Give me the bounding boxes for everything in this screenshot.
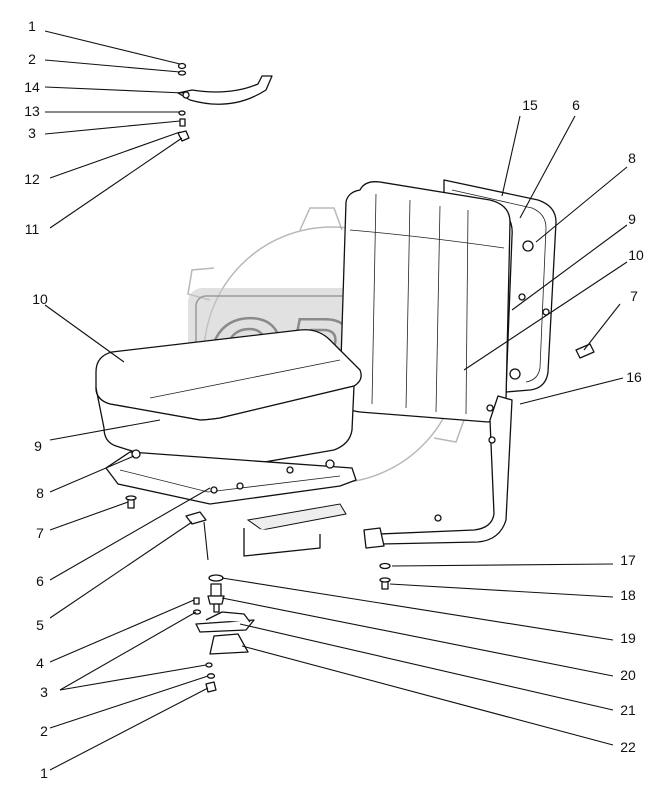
callout-label: 5	[36, 617, 44, 633]
callout-label: 17	[620, 552, 636, 568]
callout-label: 10	[628, 247, 644, 263]
callout-label: 20	[620, 667, 636, 683]
callout-label: 8	[628, 150, 636, 166]
callout-label: 22	[620, 739, 636, 755]
backrest-assembly	[339, 179, 557, 549]
leader-lines	[44, 30, 628, 771]
callout-label: 7	[36, 525, 44, 541]
callout-label: 14	[24, 79, 40, 95]
callout-label: 7	[630, 288, 638, 304]
callout-label: 9	[628, 211, 636, 227]
callout-label: 3	[40, 684, 48, 700]
callout-label: 2	[28, 51, 36, 67]
callout-label: 11	[25, 221, 40, 237]
callout-label: 13	[24, 103, 40, 119]
callout-label: 18	[620, 587, 636, 603]
callout-labels: 1 2 14 13 3 12 11 15 6 8 9 10 10 7 16 9 …	[24, 18, 644, 781]
callout-label: 16	[626, 369, 642, 385]
strap-assembly	[177, 62, 273, 142]
callout-label: 6	[36, 573, 44, 589]
lower-hardware	[192, 574, 255, 693]
callout-label: 15	[522, 97, 538, 113]
loose-bolts	[125, 343, 595, 590]
callout-label: 12	[24, 171, 40, 187]
callout-label: 3	[28, 125, 36, 141]
callout-label: 21	[620, 702, 636, 718]
callout-label: 2	[40, 723, 48, 739]
callout-label: 8	[36, 485, 44, 501]
callout-label: 6	[572, 97, 580, 113]
callout-label: 1	[28, 18, 36, 34]
callout-label: 9	[34, 438, 42, 454]
callout-label: 4	[36, 655, 44, 671]
callout-label: 1	[40, 765, 48, 781]
seat-cushion-assembly	[95, 329, 362, 557]
callout-label: 19	[620, 630, 636, 646]
callout-label: 10	[32, 291, 48, 307]
